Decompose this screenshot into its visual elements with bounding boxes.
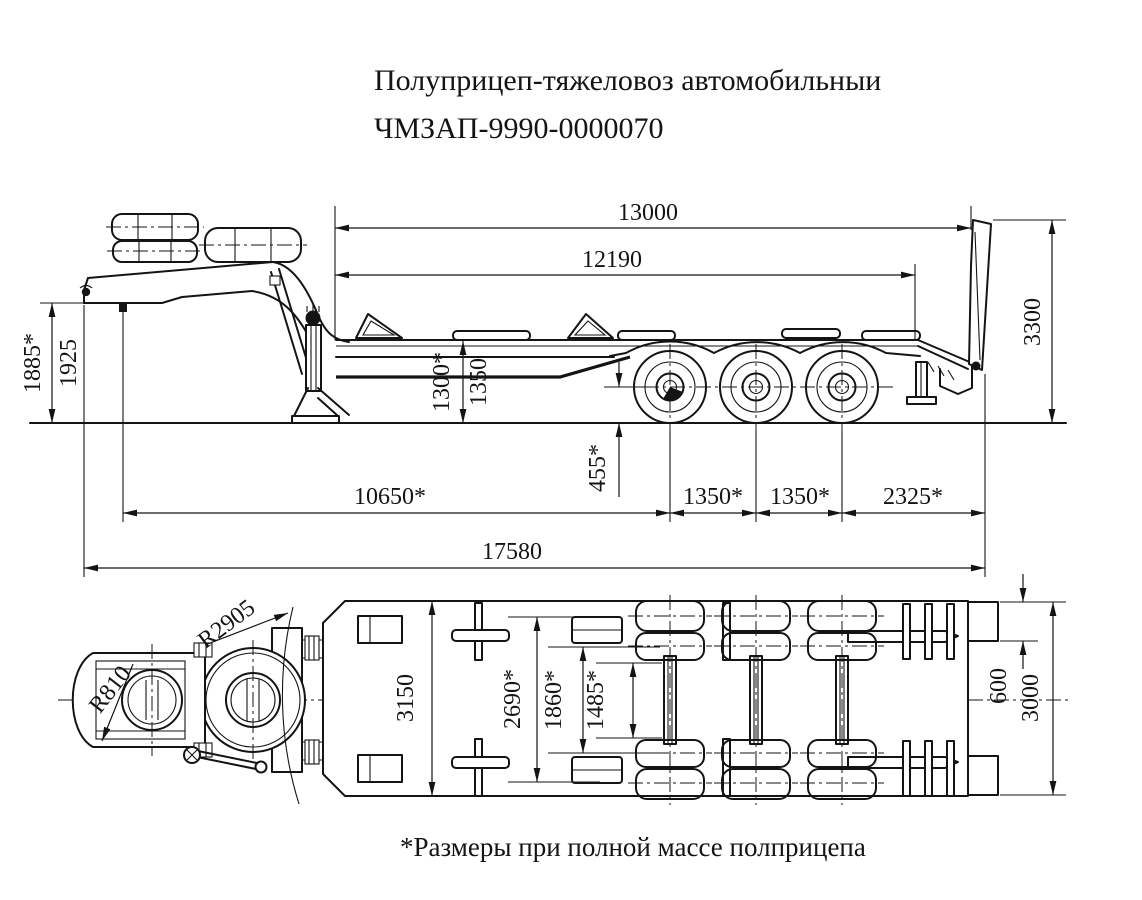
dim-kingpin-to-first-axle: 10650* (354, 484, 426, 510)
deck-rails (335, 339, 919, 379)
dim-deck-height-laden: 1300* (429, 352, 455, 412)
dim-outer-wheel-track: 2690* (500, 669, 526, 729)
side-view-dimensions: 13000 12190 3300 1885* 1925 1300* 1350 4… (20, 200, 1066, 577)
spare-tires (106, 213, 307, 263)
title-block: Полуприцеп-тяжеловоз автомобильныи ЧМЗАП… (374, 64, 881, 145)
rear-beavertail (906, 339, 973, 405)
side-view: 13000 12190 3300 1885* 1925 1300* 1350 4… (20, 200, 1067, 577)
dim-top-length: 13000 (618, 200, 678, 226)
front-hook (81, 287, 91, 297)
deck-chocks (355, 313, 921, 341)
front-dolly (71, 642, 268, 774)
dim-ramp-overall-span: 3000 (1018, 674, 1044, 722)
drawing-model-code: ЧМЗАП-9990-0000070 (374, 112, 664, 145)
dim-overall-width: 3150 (393, 674, 419, 722)
dim-ramp-height: 3300 (1020, 298, 1046, 346)
rear-ramp-raised (968, 219, 992, 371)
rear-wheels (618, 344, 894, 430)
top-view: 3150 2690* 1860* 1485* 600 3000 R2905 (58, 574, 1068, 805)
fenders (609, 340, 921, 357)
dim-deck-length: 12190 (582, 247, 642, 273)
dim-overall-length: 17580 (482, 539, 542, 565)
ramp-hinge (971, 361, 981, 371)
drawing-title: Полуприцеп-тяжеловоз автомобильныи (374, 64, 881, 97)
dim-axle-to-ground: 455* (585, 444, 611, 492)
dim-axle-spacing-1: 1350* (683, 484, 743, 510)
dim-inner-wheel-track: 1860* (541, 670, 567, 730)
dim-axle-spacing-2: 1350* (770, 484, 830, 510)
swing-radius-arc (281, 606, 300, 805)
rear-ramps-plan (902, 601, 999, 797)
toolboxes (357, 615, 403, 783)
dim-ramp-section-width: 600 (986, 668, 1012, 704)
dim-spring-track: 1485* (583, 670, 609, 730)
dim-swing-radius: R2905 (193, 595, 260, 654)
landing-gear (285, 304, 350, 424)
kingpin (119, 303, 127, 312)
dim-rear-axle-to-end: 2325* (883, 484, 943, 510)
dim-deck-height-empty: 1350 (466, 358, 492, 406)
gooseneck-strut (269, 268, 311, 375)
footnote: *Размеры при полной массе полприцепа (400, 832, 866, 862)
dim-front-height-empty: 1925 (56, 339, 82, 387)
dim-front-height-laden: 1885* (20, 333, 46, 393)
plan-axles (628, 595, 884, 805)
stakes-and-planks (451, 602, 959, 797)
